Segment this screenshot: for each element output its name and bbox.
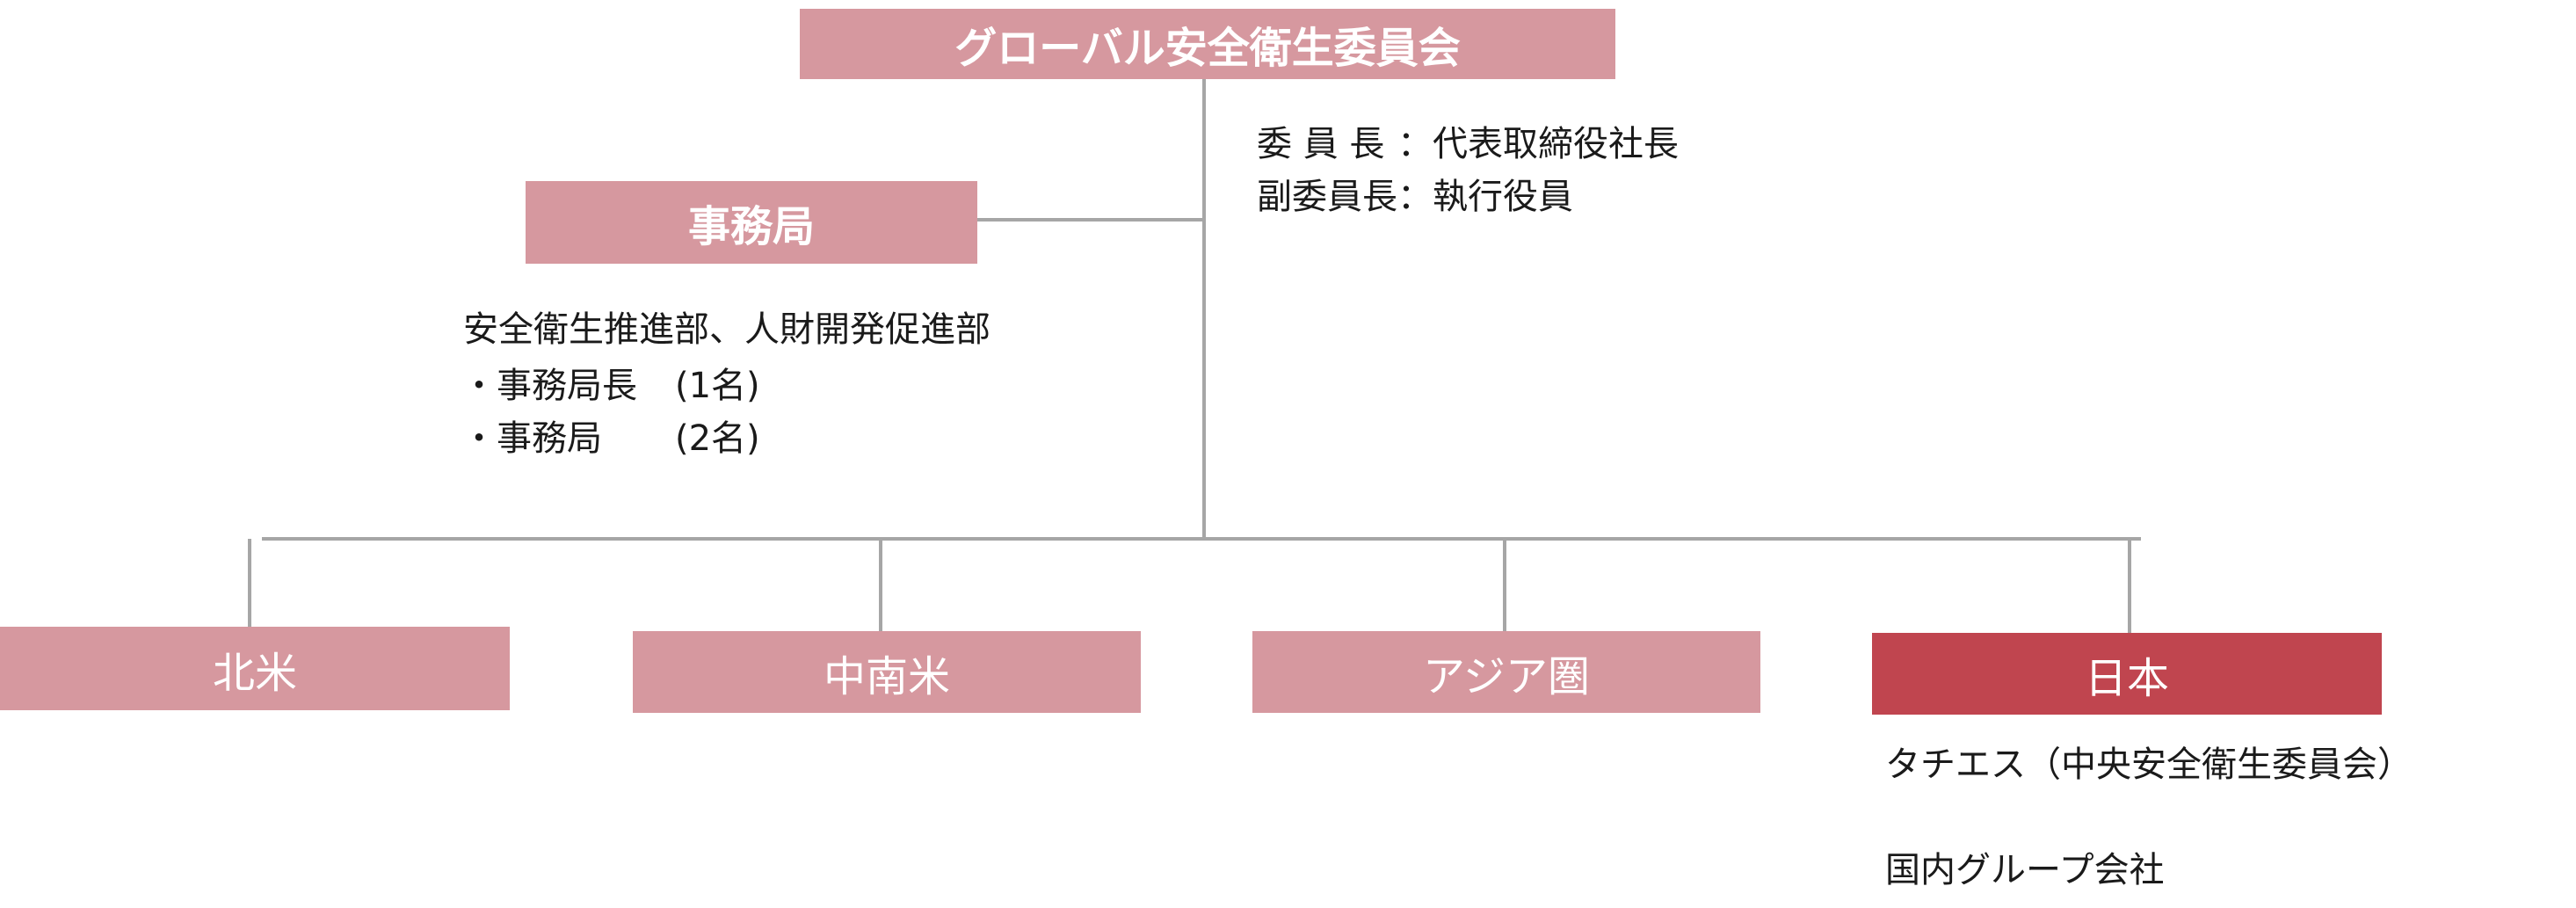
trunk-line (1202, 77, 1206, 541)
secretariat-departments: 安全衛生推進部、人財開発促進部 (463, 309, 990, 350)
secretariat-title: 事務局 (687, 202, 815, 251)
secretariat-members: ・事務局長 (1名) ・事務局 (2名) (461, 356, 760, 461)
member-row: ・事務局長 (1名) (461, 356, 760, 409)
region-label: 日本 (2084, 653, 2169, 703)
member-row: ・事務局 (2名) (461, 409, 760, 461)
committee-roles: 委 員 長 ： 代表取締役社長 副委員長 ： 執行役員 (1257, 114, 1679, 220)
region-bus-line (262, 537, 2141, 541)
region-label: 中南米 (823, 651, 950, 701)
member-count: (2名) (675, 418, 760, 459)
global-committee-title: グローバル安全衛生委員会 (954, 24, 1461, 73)
role-separator: ： (1397, 124, 1433, 164)
region-box-north-america: 北米 (0, 627, 510, 710)
region-box-asia: アジア圏 (1252, 631, 1760, 713)
member-count: (1名) (675, 366, 760, 406)
region-label: 北米 (212, 648, 297, 698)
region-box-japan: 日本 (1872, 633, 2382, 715)
secretariat-box: 事務局 (526, 181, 977, 264)
role-holder: 執行役員 (1433, 177, 1573, 217)
secretariat-connector (977, 218, 1204, 222)
role-separator: ： (1397, 177, 1433, 217)
role-title: 委 員 長 (1257, 124, 1385, 164)
drop-line-japan (2128, 539, 2131, 633)
drop-line-latin-america (879, 539, 882, 631)
member-label: ・事務局長 (461, 366, 637, 406)
member-label: ・事務局 (461, 418, 602, 459)
drop-line-asia (1503, 539, 1506, 631)
role-holder: 代表取締役社長 (1433, 124, 1679, 164)
region-label: アジア圏 (1422, 651, 1591, 701)
role-title: 副委員長 (1257, 177, 1397, 217)
drop-line-north-america (248, 539, 251, 627)
region-box-latin-america: 中南米 (633, 631, 1141, 713)
role-row: 副委員長 ： 執行役員 (1257, 167, 1679, 220)
japan-note-domestic-group: 国内グループ会社 (1885, 850, 2165, 890)
role-row: 委 員 長 ： 代表取締役社長 (1257, 114, 1679, 167)
global-committee-box: グローバル安全衛生委員会 (800, 9, 1615, 79)
japan-note-central-committee: タチエス（中央安全衛生委員会） (1885, 745, 2413, 785)
